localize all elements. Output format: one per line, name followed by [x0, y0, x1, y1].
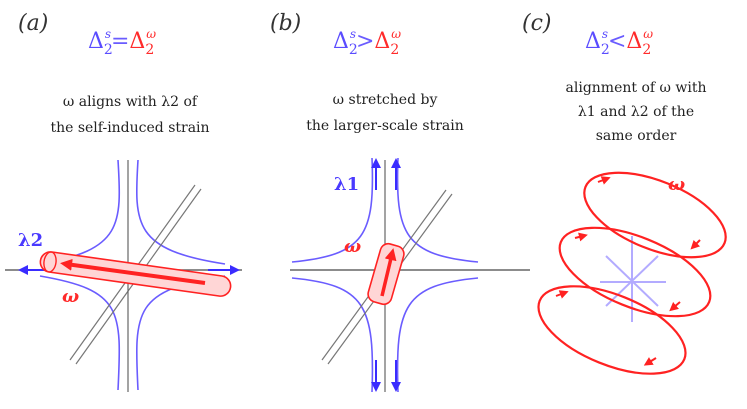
panel-b-vortex-tube [367, 242, 405, 306]
panel-c-caption-line-3: same order [596, 128, 677, 144]
panel-c-vortex-rings [537, 171, 727, 375]
panel-a-condition: Δ2s=Δ2ω [88, 27, 156, 58]
panel-b-lambda-label: λ1 [334, 174, 359, 195]
panel-c-ring-arrows [555, 176, 701, 366]
panel-c-omega-label: ω [668, 174, 685, 195]
panel-a-tag: (a) [18, 11, 48, 36]
panel-b-tag: (b) [270, 11, 301, 36]
panel-a-omega-label: ω [62, 286, 79, 307]
panel-a-caption-line-2: the self-induced strain [50, 120, 209, 136]
panel-b-condition: Δ2s>Δ2ω [333, 27, 401, 58]
panel-b-omega-label: ω [344, 236, 361, 257]
panel-b: (b) Δ2s>Δ2ω ω stretched by the larger-sc… [270, 11, 530, 393]
panel-c-caption-line-1: alignment of ω with [566, 80, 707, 96]
panel-c-condition: Δ2s<Δ2ω [585, 27, 653, 58]
panel-b-caption-line-2: the larger-scale strain [306, 118, 464, 134]
panel-a-vortex-tube [39, 251, 232, 297]
panel-b-caption-line-1: ω stretched by [333, 92, 438, 108]
panel-a: (a) Δ2s=Δ2ω ω aligns with λ2 of the self… [5, 11, 242, 392]
panel-a-caption-line-1: ω aligns with λ2 of [63, 94, 199, 110]
panel-a-lambda-label: λ2 [18, 230, 43, 251]
panel-b-strain-streamlines [291, 157, 479, 393]
panel-c-caption-line-2: λ1 and λ2 of the [578, 104, 694, 120]
panel-c: (c) Δ2s<Δ2ω alignment of ω with λ1 and λ… [522, 11, 727, 375]
panel-c-tag: (c) [522, 11, 552, 36]
